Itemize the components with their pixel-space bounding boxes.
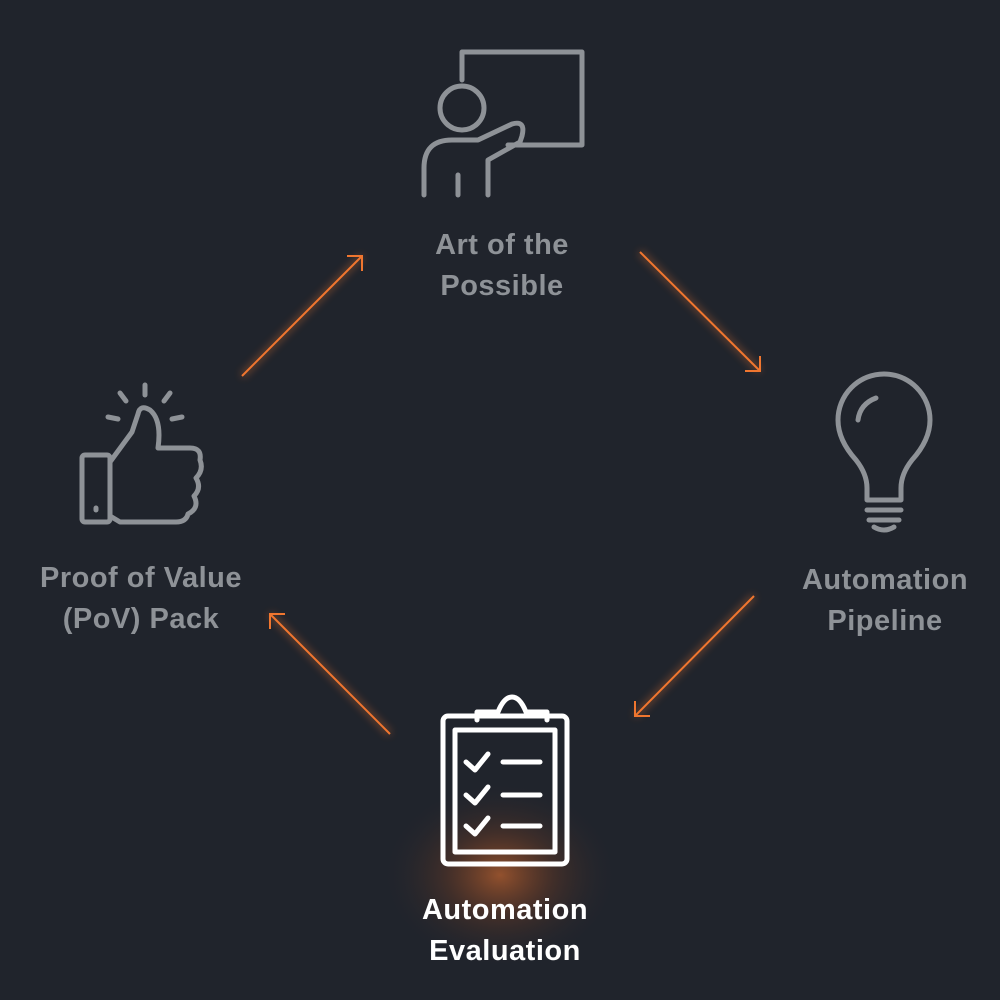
node-label-line: Possible xyxy=(440,270,564,302)
presenter-whiteboard-icon xyxy=(421,49,585,198)
node-label-line: Evaluation xyxy=(429,935,581,967)
clipboard-checklist-icon xyxy=(440,694,570,867)
arrow-right-to-bottom xyxy=(632,593,757,719)
lightbulb-icon xyxy=(835,371,933,533)
node-label-line: Automation xyxy=(421,894,589,926)
node-label-line: Automation xyxy=(801,564,969,596)
node-label-line: Proof of Value xyxy=(40,562,242,594)
arrow-top-to-right xyxy=(637,249,763,374)
node-label-line: Pipeline xyxy=(827,605,943,637)
node-label-automation-pipeline: Automation Pipeline xyxy=(760,560,1000,642)
node-label-line: (PoV) Pack xyxy=(62,603,220,635)
node-label-art-of-the-possible: Art of the Possible xyxy=(372,225,632,307)
cycle-arrows xyxy=(239,249,763,737)
arrow-bottom-to-left xyxy=(267,611,393,737)
node-label-proof-of-value-pack: Proof of Value (PoV) Pack xyxy=(10,558,272,640)
node-label-automation-evaluation: Automation Evaluation xyxy=(375,890,635,972)
active-node-glow xyxy=(380,780,620,970)
arrow-left-to-top xyxy=(239,253,365,379)
thumbs-up-icon xyxy=(79,382,204,525)
node-label-line: Art of the xyxy=(435,229,569,261)
